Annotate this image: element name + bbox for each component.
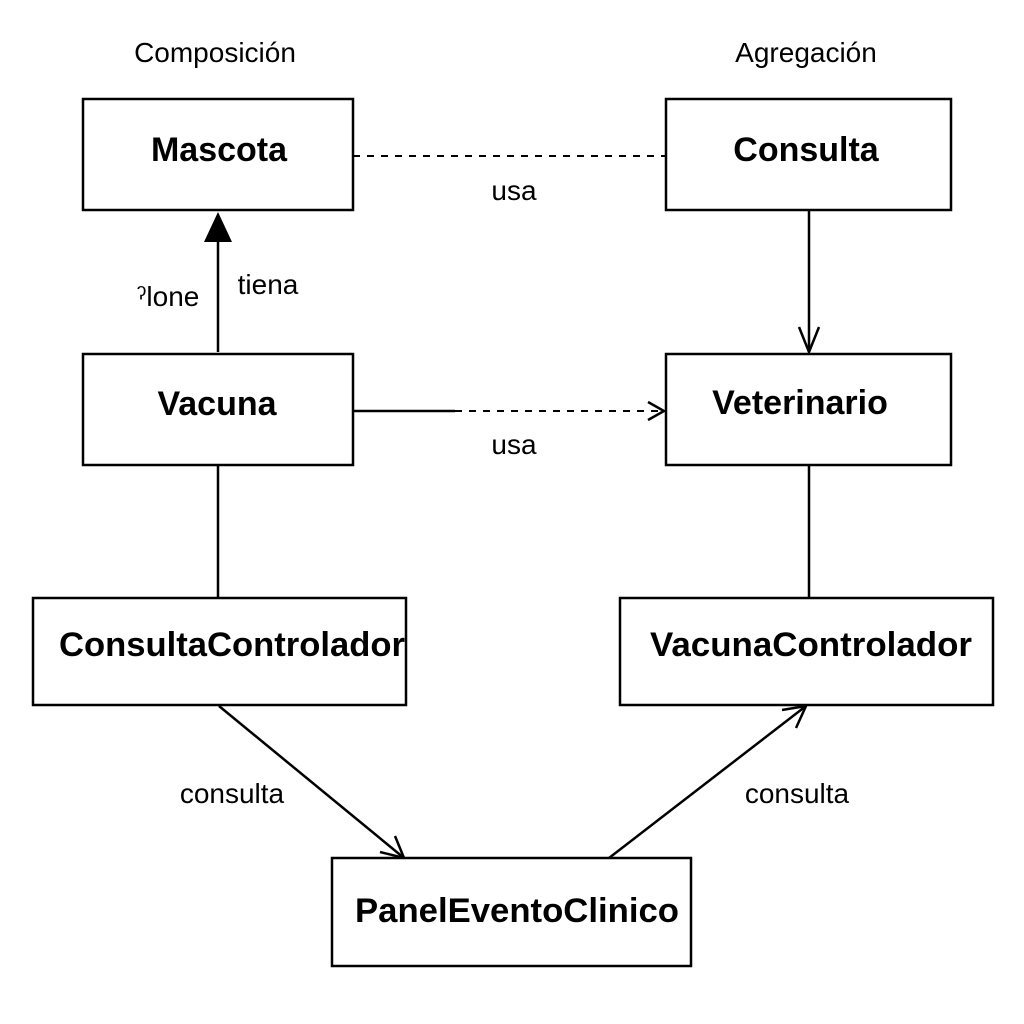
filled-arrowhead-icon — [204, 212, 232, 242]
open-arrowhead-icon — [797, 326, 821, 356]
edge-label-consulta-right: consulta — [745, 778, 850, 809]
edge-label-consulta-left: consulta — [180, 778, 285, 809]
class-name-vacuna: Vacuna — [157, 385, 277, 423]
class-vacunacontrolador: VacunaControlador — [618, 596, 995, 707]
edge-consultacontrolador-panel — [218, 705, 405, 859]
class-veterinario: Veterinario — [664, 352, 953, 467]
edge-label-tiena: tiena — [238, 269, 299, 300]
class-name-paneleventoclinico: PanelEventoClinico — [355, 892, 679, 930]
class-vacuna: Vacuna — [81, 352, 355, 467]
class-mascota: Mascota — [81, 97, 355, 212]
heading-agregacion: Agregación — [735, 37, 877, 68]
class-name-mascota: Mascota — [151, 131, 288, 169]
class-name-consulta: Consulta — [733, 131, 880, 169]
edge-label-lone: ˀlone — [137, 281, 200, 312]
heading-composicion: Composición — [134, 37, 296, 68]
edge-label-usa-middle: usa — [491, 429, 537, 460]
class-consulta: Consulta — [664, 97, 953, 212]
class-name-consultacontrolador: ConsultaControlador — [59, 626, 405, 664]
edge-label-usa-top: usa — [491, 175, 537, 206]
class-consultacontrolador: ConsultaControlador — [31, 596, 408, 707]
class-paneleventoclinico: PanelEventoClinico — [330, 856, 693, 968]
open-arrowhead-icon — [647, 400, 667, 422]
edge-panel-vacunacontrolador — [608, 705, 807, 859]
class-name-vacunacontrolador: VacunaControlador — [650, 626, 972, 664]
class-name-veterinario: Veterinario — [712, 384, 888, 422]
